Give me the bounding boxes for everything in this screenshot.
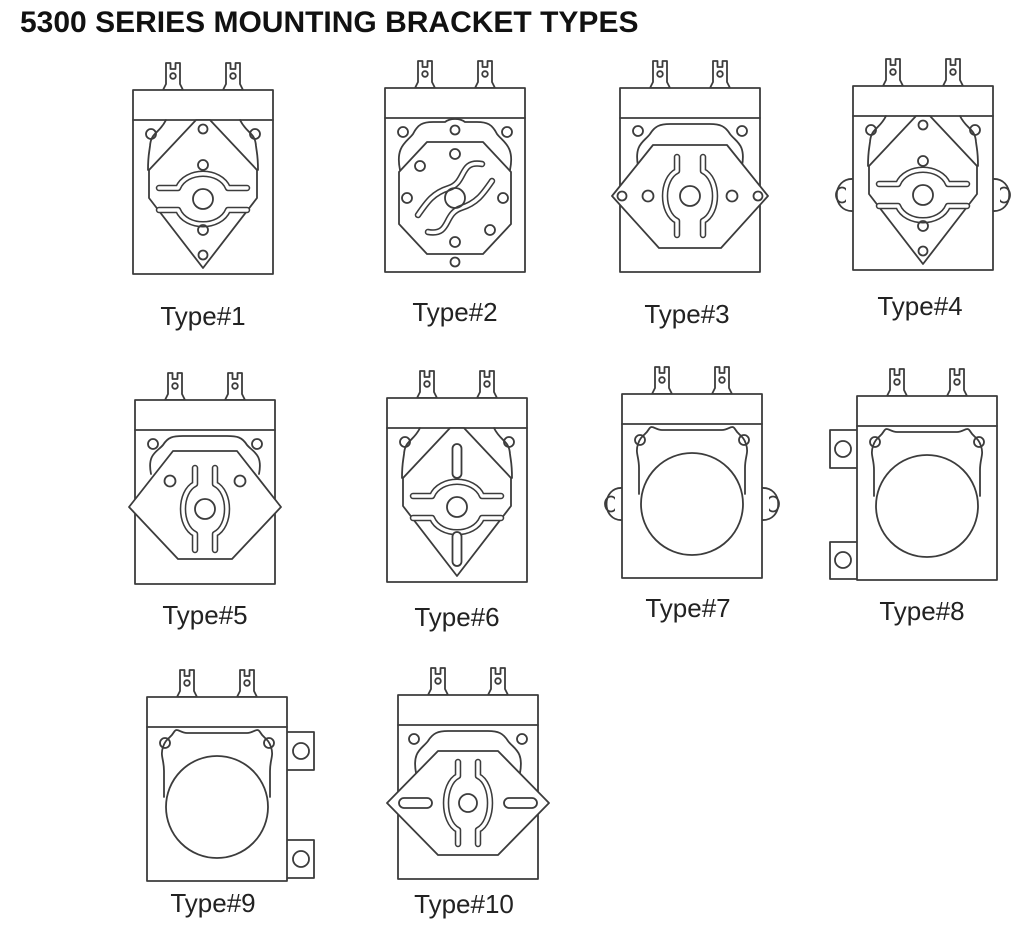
cover-plate [149,435,261,475]
figure-type-10 [368,657,568,922]
bracket-type-3-diagram [611,60,769,273]
gear-housing-circle [640,452,744,556]
figure-type-7 [592,356,792,621]
mounting-bracket [386,750,550,856]
figure-type-1 [103,52,303,317]
bracket-slots [661,153,719,239]
terminals [176,669,258,698]
cover-plate [401,427,513,479]
figure-type-6 [357,360,557,625]
mounting-bracket [398,141,512,255]
bracket-holes [145,123,261,261]
terminals [416,370,498,399]
bracket-holes [616,125,764,207]
side-ear-right [991,178,1011,212]
page-title: 5300 SERIES MOUNTING BRACKET TYPES [20,6,639,39]
side-ear-left [604,487,624,521]
cover-plate [636,123,744,167]
side-ear-right [760,487,780,521]
bracket-type-6-diagram [386,370,528,583]
bracket-type-4-diagram [835,58,1011,271]
bracket-holes [869,436,985,448]
terminals [649,60,731,89]
terminals [886,368,968,397]
side-ear-left [835,178,855,212]
figure-type-9 [117,659,317,924]
bracket-type-8-diagram [829,368,998,581]
figure-type-4 [823,48,1023,313]
figure-type-5 [105,362,305,627]
bracket-holes [399,436,515,448]
bracket-type-7-diagram [604,366,780,579]
bracket-holes [634,434,750,446]
gear-housing-circle [165,755,269,859]
mounting-bracket [611,144,769,249]
figure-label: Type#4 [877,291,963,321]
bracket-type-10-diagram [386,667,550,880]
figure-type-3 [590,50,790,315]
terminals [162,62,244,91]
cover-plate [397,118,513,171]
figure-label: Type#7 [645,593,731,623]
mounting-tab-bottom-right [285,839,315,879]
bracket-holes [397,124,513,268]
figure-label: Type#9 [170,888,256,918]
bracket-holes [865,119,981,257]
bracket-type-5-diagram [128,372,282,585]
bracket-slots [398,758,538,848]
bracket-slots [409,443,505,567]
mounting-bracket [128,450,282,560]
mounting-bracket [148,119,258,269]
mounting-tab-top-left [829,429,859,469]
bracket-type-2-diagram [384,60,526,273]
figure-label: Type#10 [414,889,514,919]
terminals [414,60,496,89]
figure-label: Type#2 [412,297,498,327]
terminals [164,372,246,401]
figure-label: Type#6 [414,602,500,632]
cover-plate [147,119,259,171]
bracket-type-1-diagram [132,62,274,275]
figure-label: Type#8 [879,596,965,626]
figure-type-2 [355,50,555,315]
bracket-slots [875,166,971,224]
cover-plate [867,115,979,167]
figure-type-8 [827,358,1024,623]
cover-plate [414,730,522,774]
terminals [882,58,964,87]
bracket-holes [159,737,275,749]
figure-label: Type#3 [644,299,730,329]
bracket-slots [155,170,251,228]
center-hole [446,496,468,518]
mounting-bracket [868,115,978,265]
bracket-slots [179,464,231,554]
figure-label: Type#5 [162,600,248,630]
mounting-tab-top-right [285,731,315,771]
bracket-type-9-diagram [146,669,315,882]
bracket-holes [147,438,263,520]
mounting-tab-bottom-left [829,541,859,580]
mounting-bracket [402,427,512,577]
gear-housing-circle [875,454,979,558]
terminals [651,366,733,395]
terminals [427,667,509,696]
bracket-holes [408,733,528,813]
figure-label: Type#1 [160,301,246,331]
bracket-slots [414,160,496,236]
